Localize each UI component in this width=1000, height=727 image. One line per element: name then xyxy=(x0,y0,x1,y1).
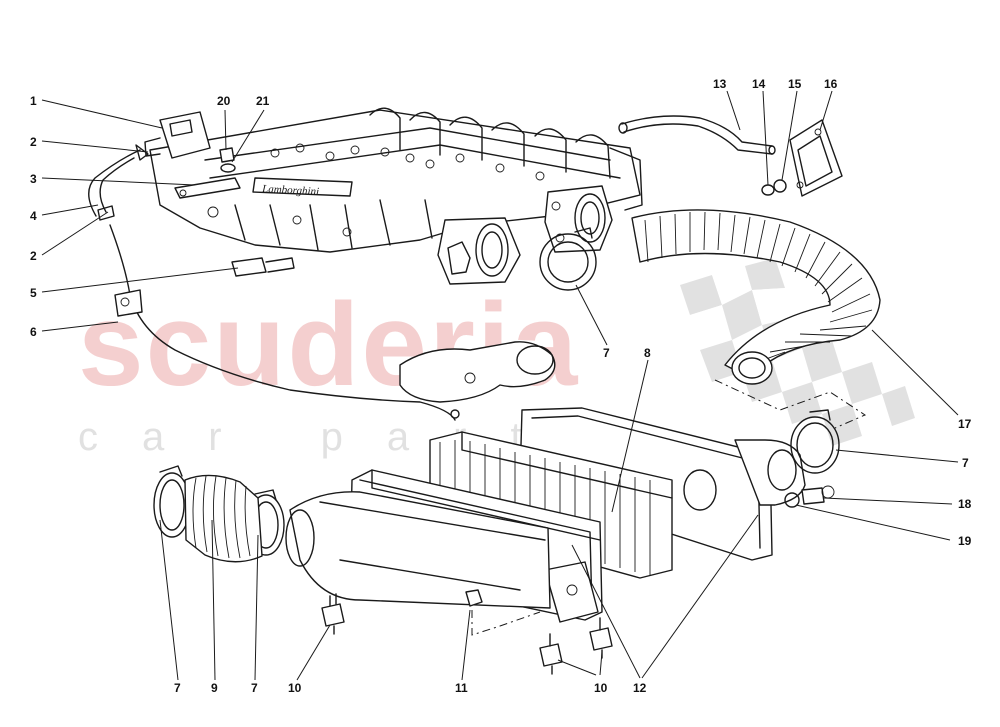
callout-8: 8 xyxy=(644,346,651,360)
callout-21: 21 xyxy=(256,94,270,108)
bolt-and-washer xyxy=(784,485,835,508)
callout-10-left: 10 xyxy=(288,681,302,695)
rubber-mount-left xyxy=(321,593,345,635)
callout-12: 12 xyxy=(633,681,647,695)
hose-clamp-lower-left xyxy=(153,465,191,538)
callout-7-lower-mid: 7 xyxy=(251,681,258,695)
engine-logo-text: Lamborghini xyxy=(261,183,320,198)
callout-13: 13 xyxy=(713,77,727,91)
callout-labels: 1 2 3 4 2 5 6 20 21 13 14 15 16 7 8 17 7… xyxy=(30,77,972,695)
callout-3: 3 xyxy=(30,172,37,186)
callout-20: 20 xyxy=(217,94,231,108)
callout-7-lower-left: 7 xyxy=(174,681,181,695)
bracket xyxy=(174,177,241,199)
solenoid-valve xyxy=(144,111,211,159)
nut-and-washer xyxy=(219,147,236,173)
callout-15: 15 xyxy=(788,77,802,91)
callout-11: 11 xyxy=(455,681,468,695)
rubber-mount-right-b xyxy=(589,617,613,659)
temperature-sensor xyxy=(231,257,295,277)
callout-4: 4 xyxy=(30,209,37,223)
callout-14: 14 xyxy=(752,77,766,91)
hex-nut xyxy=(465,589,483,607)
callout-2-upper: 2 xyxy=(30,135,37,149)
callout-18: 18 xyxy=(958,497,972,511)
leader-lines xyxy=(41,90,959,681)
intake-manifold: Lamborghini xyxy=(149,107,643,285)
callout-7-right: 7 xyxy=(962,456,969,470)
rubber-mount-right-a xyxy=(539,633,563,675)
mounting-plate xyxy=(789,119,843,197)
corrugated-hose xyxy=(631,209,881,385)
callout-19: 19 xyxy=(958,534,972,548)
callout-2-lower: 2 xyxy=(30,249,37,263)
callout-1: 1 xyxy=(30,94,37,108)
checkered-flag-watermark xyxy=(680,258,915,446)
callout-17: 17 xyxy=(958,417,972,431)
callout-10-right: 10 xyxy=(594,681,608,695)
probe-cable xyxy=(109,224,460,421)
hose-clamp-upper xyxy=(539,227,597,291)
rubber-sleeve xyxy=(184,474,263,563)
vacuum-hose xyxy=(88,144,149,221)
callout-6: 6 xyxy=(30,325,37,339)
callout-7-throttle: 7 xyxy=(603,346,610,360)
breather-pipe xyxy=(618,115,776,155)
hose-clamp-right xyxy=(790,409,840,474)
washer-and-bolt xyxy=(761,179,787,196)
intake-elbow xyxy=(399,341,556,403)
callout-5: 5 xyxy=(30,286,37,300)
callout-16: 16 xyxy=(824,77,838,91)
assembly-line-11 xyxy=(471,610,541,636)
callout-9: 9 xyxy=(211,681,218,695)
intake-duct xyxy=(285,491,551,609)
